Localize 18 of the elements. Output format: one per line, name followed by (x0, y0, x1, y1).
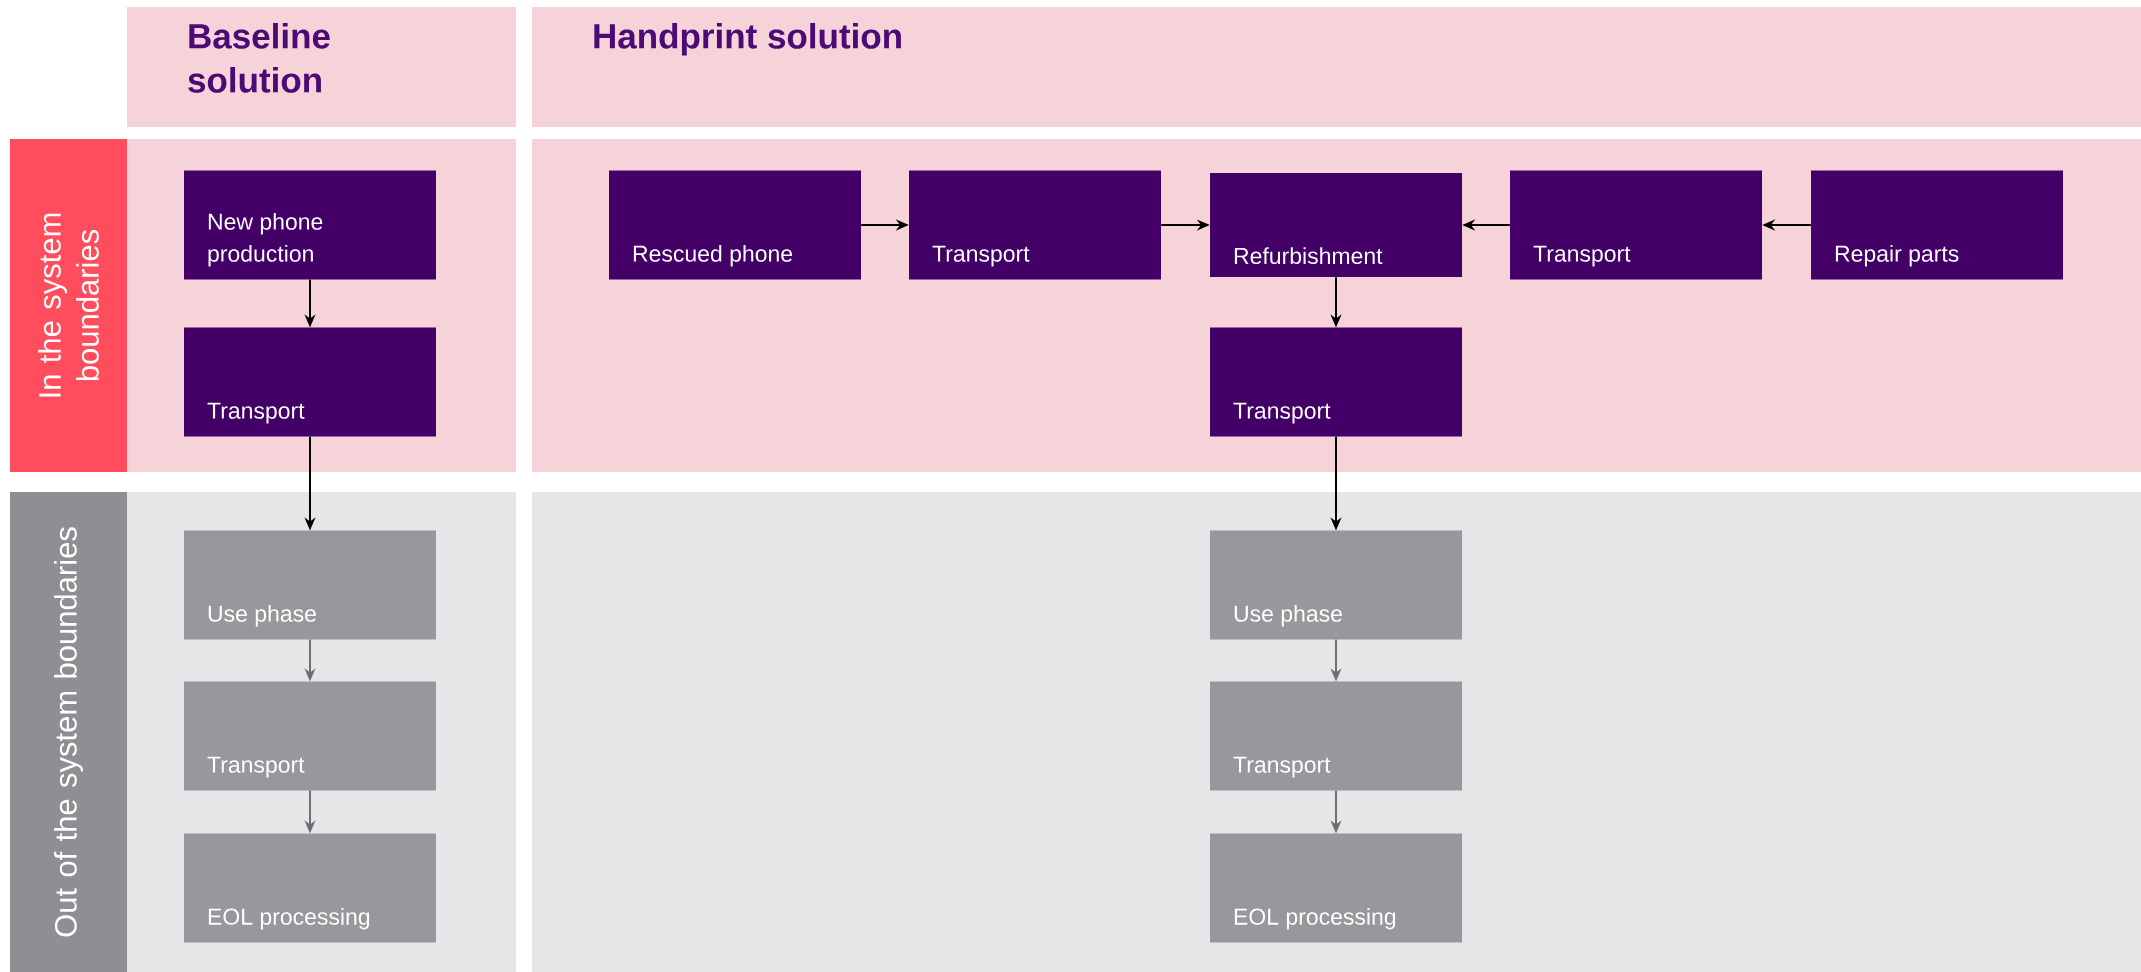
process-box: Transport (184, 681, 436, 791)
process-box: Rescued phone (609, 170, 861, 280)
process-box: Use phase (184, 530, 436, 640)
process-box: Use phase (1210, 530, 1462, 640)
row-label-band: In the system boundaries (10, 139, 127, 472)
header-band: Handprint solution (532, 7, 2141, 127)
process-box: EOL processing (1210, 833, 1462, 943)
row-label-band: Out of the system boundaries (10, 492, 127, 972)
process-box: Repair parts (1811, 170, 2064, 280)
process-box: Transport (1510, 170, 1762, 280)
process-box: Refurbishment (1210, 172, 1462, 278)
process-box: Transport (1210, 681, 1462, 791)
header-band: Baseline solution (127, 7, 516, 127)
process-box: EOL processing (184, 833, 436, 943)
process-box: Transport (909, 170, 1161, 280)
process-box: New phone production (184, 170, 436, 280)
process-box: Transport (184, 327, 436, 437)
process-box: Transport (1210, 327, 1462, 437)
